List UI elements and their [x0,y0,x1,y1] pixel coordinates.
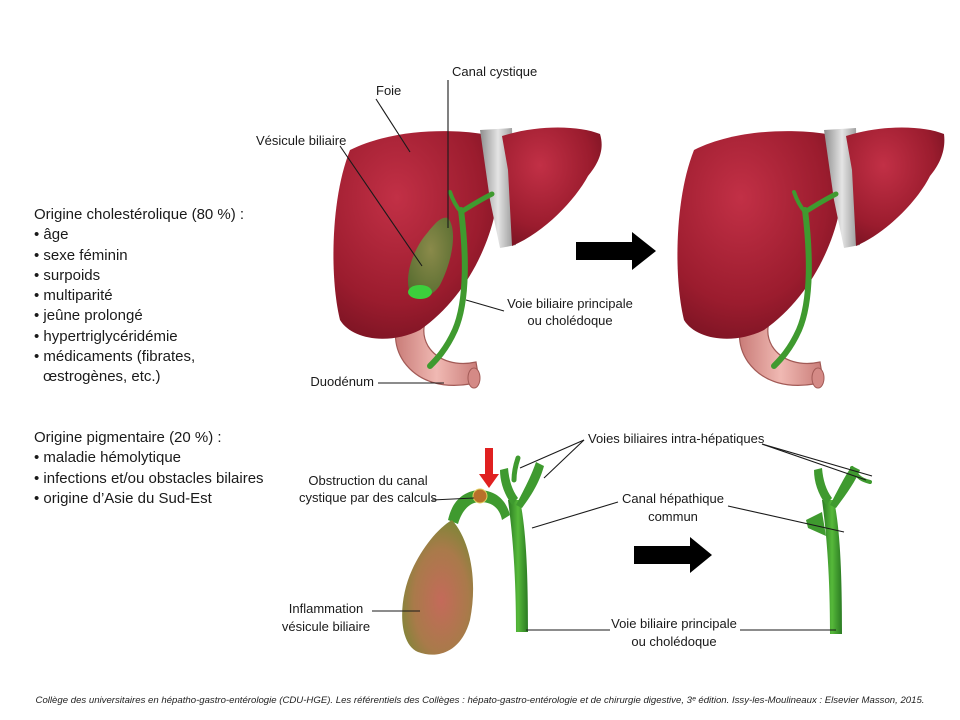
label-foie: Foie [376,83,401,98]
liver-right-lobe [333,131,500,339]
label-duodenum: Duodénum [310,374,374,389]
common-bile-duct-bottom [508,500,528,632]
label-vesicule: Vésicule biliaire [256,133,346,148]
liver-illustration-before [333,127,602,389]
list-item: surpoids [34,266,270,286]
biliary-tree-after [806,466,872,634]
label-obstruction-2: cystique par des calculs [299,490,438,505]
inflamed-gallbladder [402,520,474,655]
label-inflammation-1: Inflammation [289,601,363,616]
list-item: médicaments (fibrates, œstrogènes, etc.) [34,347,270,388]
list-item: origine d’Asie du Sud-Est [34,489,284,509]
label-voie-principale-1: Voie biliaire principale [507,296,633,311]
list-item: jeûne prolongé [34,306,270,326]
list-item: hypertriglycéridémie [34,327,270,347]
gallbladder [408,217,454,298]
cholesterol-origin-title: Origine cholestérolique (80 %) : [34,206,245,223]
label-intra-hepatiques: Voies biliaires intra-hépatiques [588,431,765,446]
list-item: âge [34,225,270,245]
label-voie-principale-b1: Voie biliaire principale [611,616,737,631]
source-citation: Collège des universitaires en hépatho-ga… [35,695,925,706]
liver-left-lobe-after [846,127,945,246]
obstruction-arrow-icon [479,448,499,488]
arrow-right-icon [576,232,656,270]
label-inflammation-2: vésicule biliaire [282,619,370,634]
common-bile-duct-bottom-after [822,500,842,634]
gallstone [472,488,488,504]
arrow-right-icon-bottom [634,537,712,573]
gallstone-pocket [408,285,432,299]
label-canal-hepatique-1: Canal hépathique [622,491,724,506]
list-item: maladie hémolytique [34,448,284,468]
label-canal-hepatique-2: commun [648,509,698,524]
liver-left-lobe [502,127,602,246]
list-item: infections et/ou obstacles bilaires [34,469,284,489]
label-canal-cystique: Canal cystique [452,64,537,79]
list-item: multiparité [34,286,270,306]
liver-right-lobe-after [677,131,844,339]
common-bile-duct-after [771,207,812,369]
label-obstruction-1: Obstruction du canal [308,473,427,488]
label-voie-principale-b2: ou cholédoque [631,634,716,649]
cholesterol-origin-list: Origine cholestérolique (80 %) : âge sex… [34,205,270,388]
list-item: sexe féminin [34,246,270,266]
label-voie-principale-2: ou cholédoque [527,313,612,328]
liver-illustration-after [677,127,945,389]
common-bile-duct [427,207,468,369]
pigment-origin-list: Origine pigmentaire (20 %) : maladie hém… [34,428,284,509]
pigment-origin-title: Origine pigmentaire (20 %) : [34,429,222,446]
